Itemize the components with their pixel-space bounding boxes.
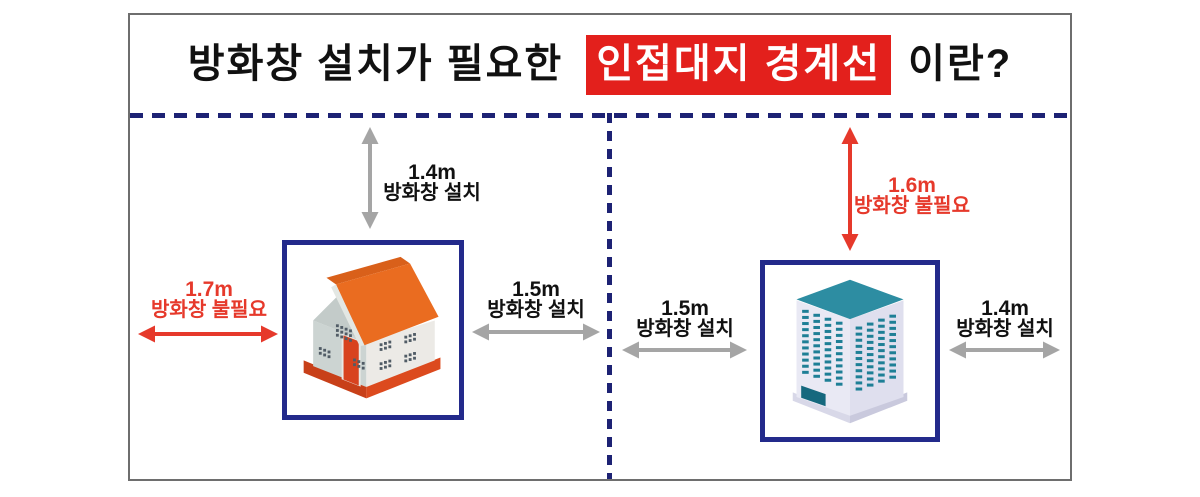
arrow-left-lot-east — [472, 320, 600, 344]
measure-left-lot-east: 1.5m 방화창 설치 — [461, 279, 611, 321]
title-suffix: 이란? — [908, 42, 1013, 86]
measure-right-lot-east: 1.4m 방화창 설치 — [930, 298, 1080, 340]
distance-value: 1.4m — [408, 161, 456, 184]
distance-value: 1.5m — [661, 297, 709, 320]
measure-right-lot-west: 1.5m 방화창 설치 — [610, 298, 760, 340]
left-lot-boundary-box — [282, 240, 464, 420]
requirement-note: 방화창 불필요 — [854, 195, 970, 217]
arrow-left-lot-top — [358, 127, 382, 229]
distance-value: 1.4m — [981, 297, 1029, 320]
distance-value: 1.5m — [512, 278, 560, 301]
arrow-left-lot-west — [138, 322, 278, 346]
requirement-note: 방화창 불필요 — [151, 299, 267, 321]
outer-frame: 방화창 설치가 필요한 인접대지 경계선 이란? — [128, 13, 1072, 481]
house-illustration — [303, 256, 441, 399]
building-illustration — [792, 279, 908, 423]
distance-value: 1.7m — [185, 278, 233, 301]
title-prefix: 방화창 설치가 필요한 — [187, 42, 564, 86]
arrow-right-lot-west — [622, 338, 747, 362]
title-highlight: 인접대지 경계선 — [586, 35, 892, 95]
distance-value: 1.6m — [888, 174, 936, 197]
arrow-right-lot-east — [949, 338, 1060, 362]
arrow-right-lot-top — [838, 127, 862, 251]
page-title: 방화창 설치가 필요한 인접대지 경계선 이란? — [130, 35, 1070, 95]
requirement-note: 방화창 설치 — [636, 318, 734, 340]
boundary-dashed-line-horizontal — [130, 113, 1070, 118]
requirement-note: 방화창 설치 — [383, 182, 481, 204]
right-lot-boundary-box — [760, 260, 940, 442]
requirement-note: 방화창 설치 — [956, 318, 1054, 340]
measure-left-lot-west: 1.7m 방화창 불필요 — [134, 279, 284, 321]
requirement-note: 방화창 설치 — [487, 299, 585, 321]
measure-left-lot-top: 1.4m 방화창 설치 — [357, 162, 507, 204]
measure-right-lot-top: 1.6m 방화창 불필요 — [837, 175, 987, 217]
lot-divider-dashed-line — [607, 113, 612, 479]
